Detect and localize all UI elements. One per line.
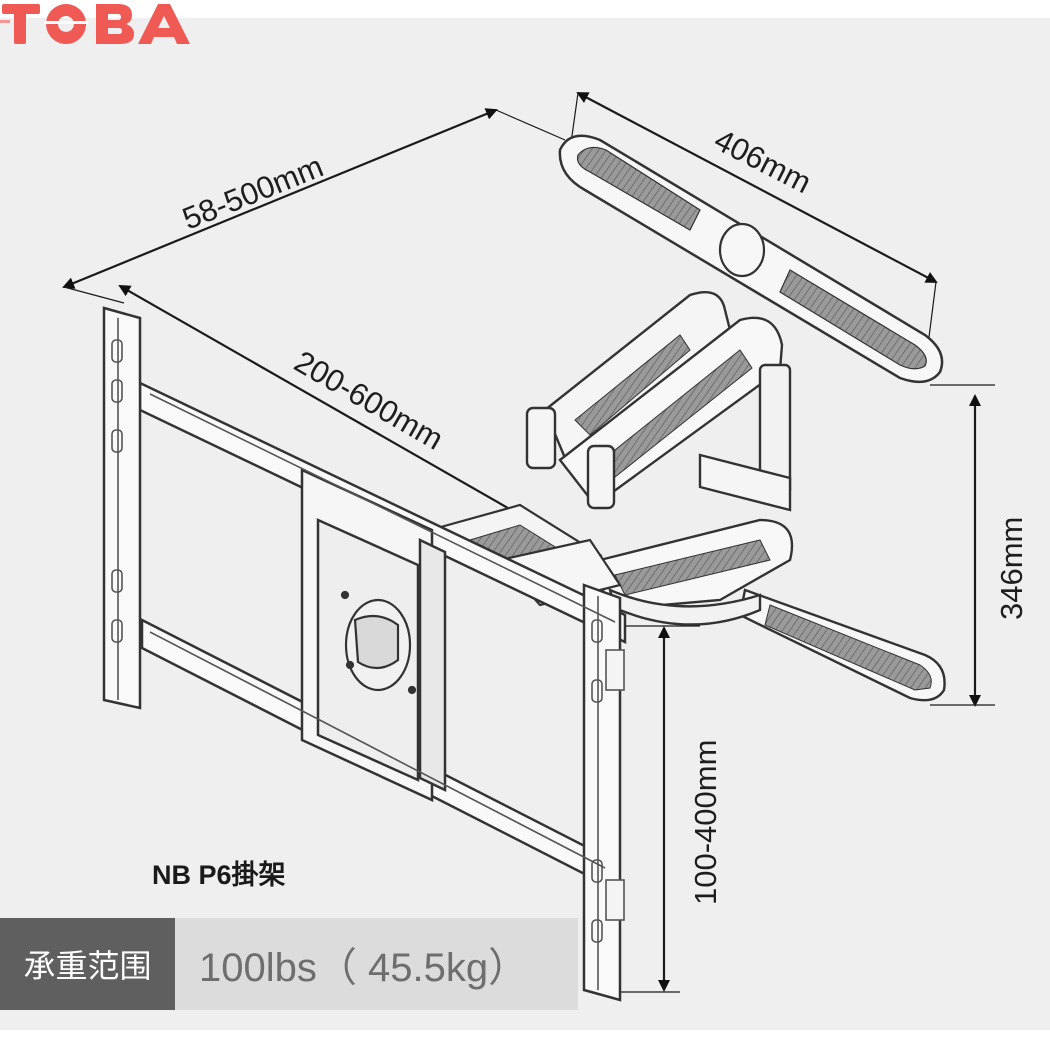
model-label: NB P6掛架	[152, 860, 286, 890]
dim-height: 346mm	[994, 517, 1029, 620]
load-capacity-label: 承重范围	[0, 918, 175, 1010]
brand-logo	[0, 4, 190, 44]
dim-arm-span: 200-600mm	[289, 344, 450, 457]
dim-depth: 58-500mm	[178, 149, 329, 237]
dim-plate-width: 406mm	[709, 122, 817, 200]
upper-arms	[525, 290, 792, 510]
load-capacity-value: 100lbs（ 45.5kg）	[175, 918, 578, 1010]
lower-arms	[598, 453, 946, 702]
wall-plate	[558, 134, 944, 384]
dim-vesa-vertical: 100-400mm	[688, 740, 723, 905]
load-capacity-bar: 承重范围 100lbs（ 45.5kg）	[0, 918, 578, 1010]
bottom-margin	[0, 1030, 1050, 1050]
top-margin	[0, 0, 1050, 18]
rail-details	[111, 318, 625, 990]
center-lock-disc	[340, 590, 417, 695]
